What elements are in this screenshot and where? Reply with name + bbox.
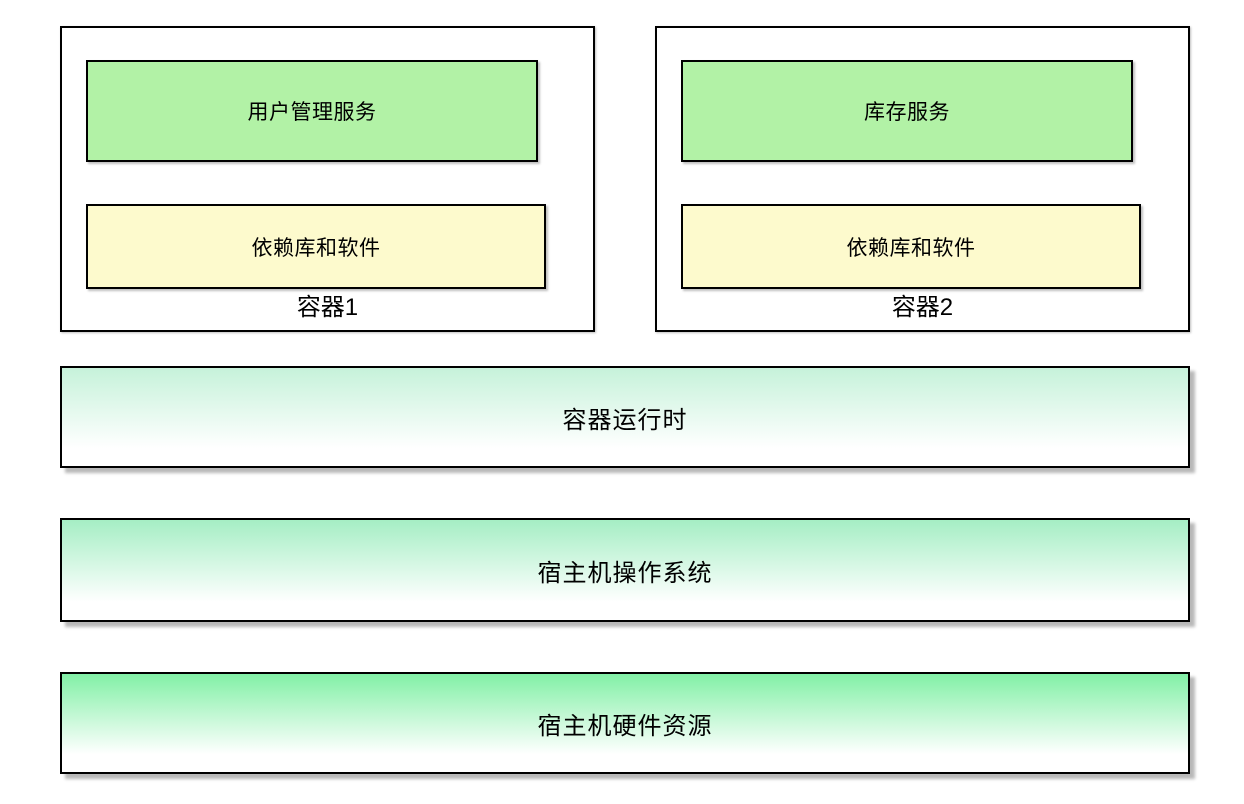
container-2-dependency-box: 依赖库和软件 bbox=[681, 204, 1141, 289]
host-os-label: 宿主机操作系统 bbox=[537, 559, 713, 587]
container-1-dependency-box: 依赖库和软件 bbox=[86, 204, 546, 289]
container-1-service-box: 用户管理服务 bbox=[86, 60, 538, 162]
host-hardware-label: 宿主机硬件资源 bbox=[537, 712, 713, 740]
container-1-caption: 容器1 bbox=[296, 294, 359, 321]
container-1-dependency-label: 依赖库和软件 bbox=[251, 236, 381, 260]
host-hardware-layer: 宿主机硬件资源 bbox=[60, 672, 1190, 774]
container-2-box: 库存服务 依赖库和软件 容器2 bbox=[655, 26, 1190, 332]
container-2-dependency-label: 依赖库和软件 bbox=[846, 236, 976, 260]
container-1-box: 用户管理服务 依赖库和软件 容器1 bbox=[60, 26, 595, 332]
container-2-service-box: 库存服务 bbox=[681, 60, 1133, 162]
container-runtime-layer: 容器运行时 bbox=[60, 366, 1190, 468]
container-1-service-label: 用户管理服务 bbox=[247, 101, 377, 124]
container-runtime-label: 容器运行时 bbox=[562, 406, 688, 434]
container-2-caption: 容器2 bbox=[891, 294, 954, 321]
container-2-service-label: 库存服务 bbox=[864, 101, 950, 124]
host-os-layer: 宿主机操作系统 bbox=[60, 518, 1190, 622]
